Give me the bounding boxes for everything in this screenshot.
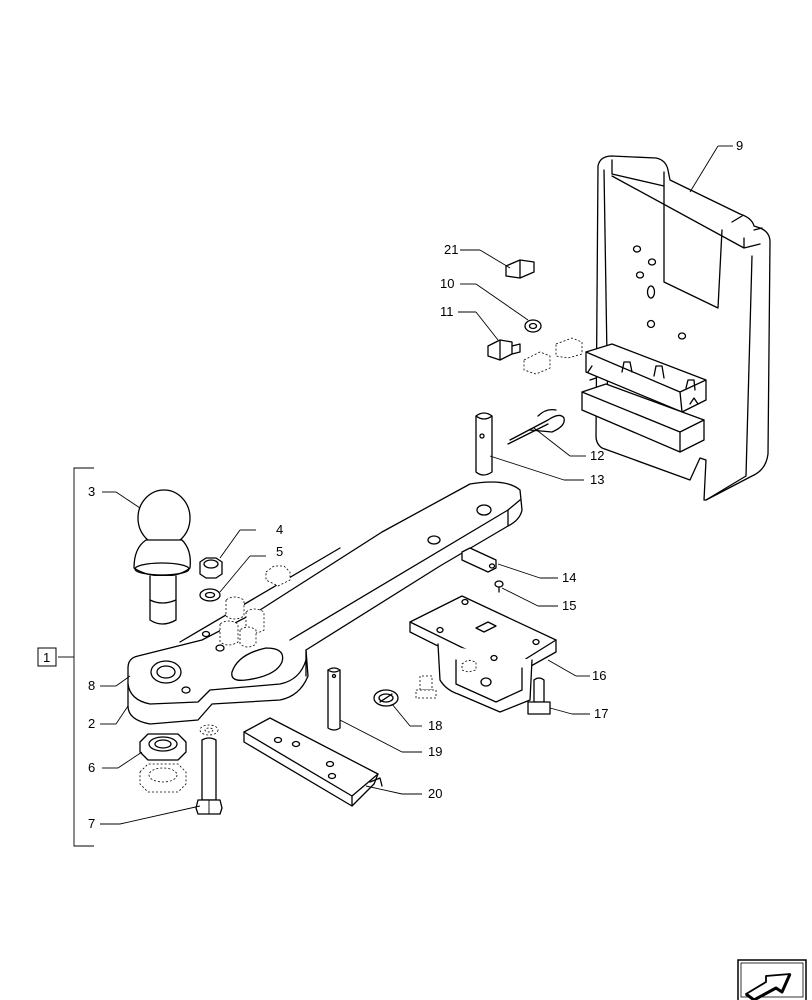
part-5-washer: 5	[199, 544, 291, 648]
callout-2: 2	[88, 716, 95, 731]
callout-16: 16	[592, 668, 606, 683]
part-14-strap: 14	[461, 547, 576, 585]
part-4-nut: 4	[199, 522, 283, 579]
callout-18: 18	[428, 718, 442, 733]
callout-3: 3	[88, 484, 95, 499]
callout-11: 11	[440, 304, 454, 319]
part-7-bolt: 7	[88, 724, 223, 831]
part-11-bolt: 11	[440, 304, 583, 375]
part-10-washer: 10	[440, 276, 542, 333]
assembly-1-bracket: 1	[37, 467, 94, 847]
callout-19: 19	[428, 744, 442, 759]
callout-7: 7	[88, 816, 95, 831]
callout-13: 13	[590, 472, 604, 487]
part-9-mounting-bracket: 9	[581, 138, 771, 501]
callout-15: 15	[562, 598, 576, 613]
callout-20: 20	[428, 786, 442, 801]
callout-4: 4	[276, 522, 283, 537]
part-16-support-block: 16	[409, 595, 606, 713]
next-page-arrow-icon[interactable]	[737, 959, 807, 1000]
callout-5: 5	[276, 544, 283, 559]
part-12-r-clip: 12	[507, 408, 604, 463]
part-3-tow-ball: 3	[88, 484, 191, 625]
part-20-channel-plate: 20	[243, 717, 442, 807]
callout-10: 10	[440, 276, 454, 291]
part-17-bolt: 17	[527, 677, 608, 721]
part-8-drawbar: 8 2	[88, 481, 523, 731]
callout-21: 21	[444, 242, 458, 257]
callout-12: 12	[590, 448, 604, 463]
part-6-nut: 6	[88, 733, 187, 793]
part-21-bolt: 21	[444, 242, 535, 279]
callout-17: 17	[594, 706, 608, 721]
callout-8: 8	[88, 678, 95, 693]
callout-1: 1	[43, 650, 50, 665]
part-13-pin: 13	[475, 412, 604, 487]
part-15-screw: 15	[494, 580, 576, 613]
callout-14: 14	[562, 570, 576, 585]
part-18-lynch-pin: 18	[373, 689, 442, 733]
part-19-pin: 19	[327, 667, 442, 759]
callout-6: 6	[88, 760, 95, 775]
callout-9: 9	[736, 138, 743, 153]
